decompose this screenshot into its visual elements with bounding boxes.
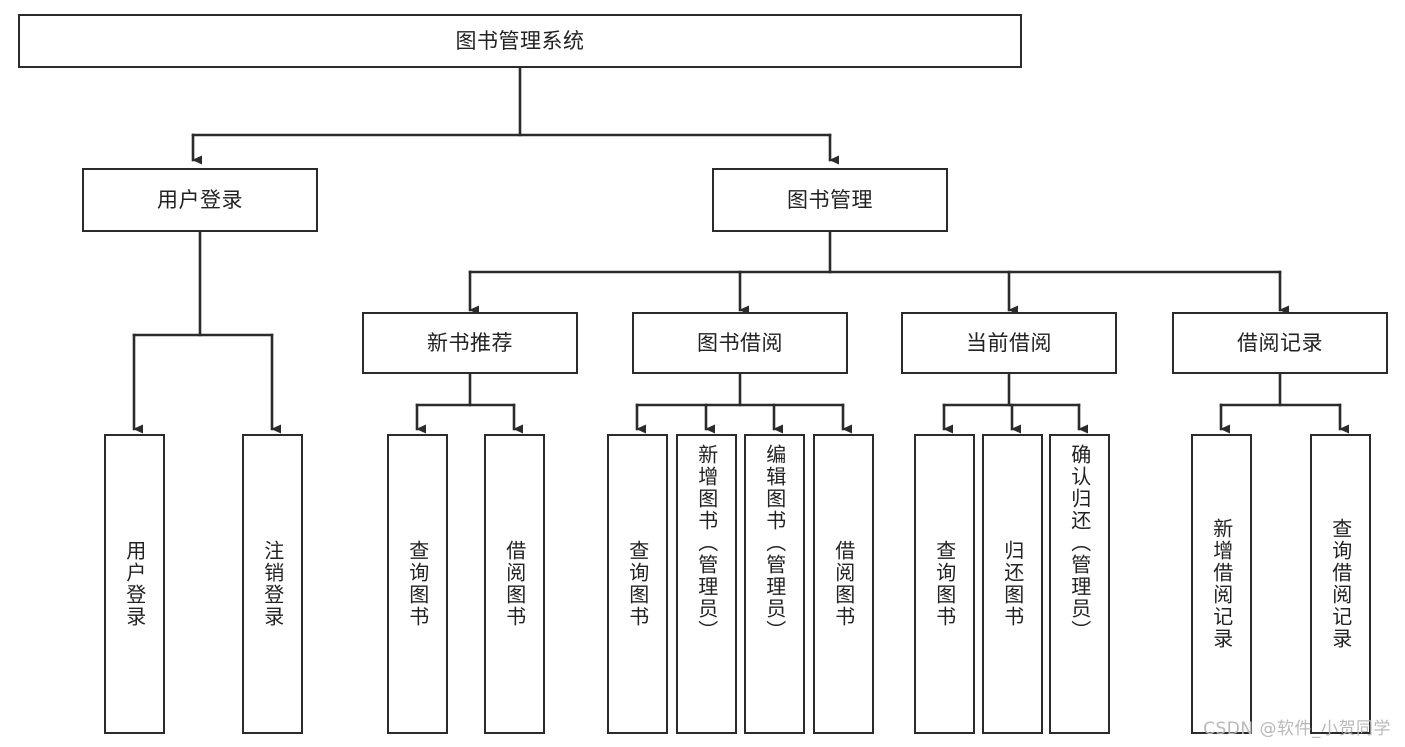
node-leaf-edit-book[interactable]: 编辑图书（管理员） [744, 434, 805, 734]
node-root[interactable]: 图书管理系统 [18, 14, 1022, 68]
node-book-borrow[interactable]: 图书借阅 [632, 312, 848, 374]
node-leaf-return-book-label: 归还图书 [1000, 540, 1025, 628]
node-borrow-record[interactable]: 借阅记录 [1172, 312, 1388, 374]
node-leaf-borrow-book-1-label: 借阅图书 [502, 540, 527, 628]
node-book-borrow-label: 图书借阅 [697, 330, 783, 355]
node-book-manage[interactable]: 图书管理 [712, 168, 948, 232]
node-leaf-query-record-label: 查询借阅记录 [1328, 518, 1353, 650]
node-leaf-query-book-1[interactable]: 查询图书 [387, 434, 448, 734]
node-borrow-record-label: 借阅记录 [1237, 330, 1323, 355]
node-leaf-logout[interactable]: 注销登录 [242, 434, 303, 734]
node-new-book-recommend-label: 新书推荐 [427, 330, 513, 355]
node-leaf-add-record[interactable]: 新增借阅记录 [1191, 434, 1252, 734]
node-leaf-add-book[interactable]: 新增图书（管理员） [676, 434, 737, 734]
node-leaf-query-book-2[interactable]: 查询图书 [607, 434, 668, 734]
node-leaf-logout-label: 注销登录 [260, 540, 285, 628]
node-leaf-add-book-label: 新增图书（管理员） [694, 444, 719, 642]
node-leaf-query-book-3[interactable]: 查询图书 [914, 434, 975, 734]
node-leaf-return-book[interactable]: 归还图书 [982, 434, 1043, 734]
node-leaf-query-record[interactable]: 查询借阅记录 [1310, 434, 1371, 734]
node-current-borrow-label: 当前借阅 [966, 330, 1052, 355]
node-leaf-add-record-label: 新增借阅记录 [1209, 518, 1234, 650]
node-leaf-user-login[interactable]: 用户登录 [104, 434, 165, 734]
node-user-login-label: 用户登录 [157, 187, 243, 212]
node-leaf-user-login-label: 用户登录 [122, 540, 147, 628]
node-leaf-confirm-return[interactable]: 确认归还（管理员） [1049, 434, 1110, 734]
node-book-manage-label: 图书管理 [787, 187, 873, 212]
node-current-borrow[interactable]: 当前借阅 [901, 312, 1117, 374]
node-leaf-borrow-book-2-label: 借阅图书 [831, 540, 856, 628]
node-leaf-confirm-return-label: 确认归还（管理员） [1067, 444, 1092, 642]
node-root-label: 图书管理系统 [455, 28, 585, 53]
node-leaf-borrow-book-2[interactable]: 借阅图书 [813, 434, 874, 734]
node-new-book-recommend[interactable]: 新书推荐 [362, 312, 578, 374]
node-leaf-query-book-3-label: 查询图书 [932, 540, 957, 628]
node-leaf-borrow-book-1[interactable]: 借阅图书 [484, 434, 545, 734]
node-leaf-edit-book-label: 编辑图书（管理员） [762, 444, 787, 642]
node-leaf-query-book-2-label: 查询图书 [625, 540, 650, 628]
node-user-login[interactable]: 用户登录 [82, 168, 318, 232]
node-leaf-query-book-1-label: 查询图书 [405, 540, 430, 628]
